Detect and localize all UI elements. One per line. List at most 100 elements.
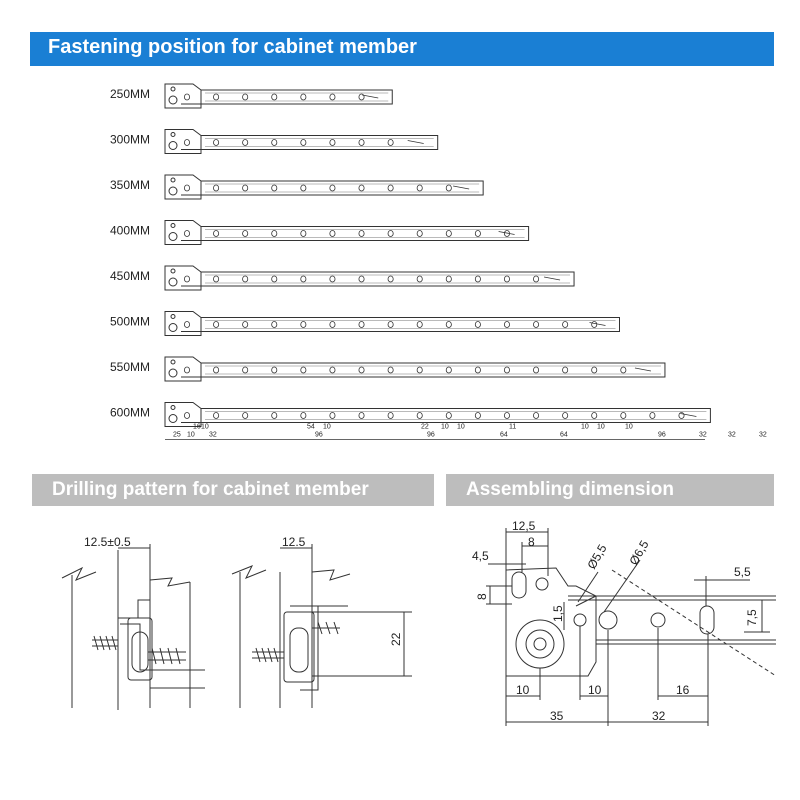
rail-mount-hole (416, 321, 423, 328)
dim-lower-label: 96 (427, 432, 435, 439)
rail-mount-hole (533, 366, 540, 374)
rail-end-slot (453, 185, 470, 190)
leader-5-5 (577, 571, 599, 603)
dim-16-label: 16 (676, 683, 690, 697)
dim-12-5-label: 12,5 (512, 519, 536, 533)
height-dim-lines (312, 611, 412, 677)
rail-mount-hole (387, 184, 394, 192)
rail-end-slot (362, 94, 379, 99)
rail-inner-lines (205, 92, 389, 102)
rail-mount-hole (329, 321, 336, 328)
rail-small-hole (170, 268, 176, 274)
rail-mount-hole (649, 412, 656, 419)
rail-bracket (164, 402, 202, 427)
rail-mount-hole (387, 139, 394, 146)
rail-end (575, 595, 597, 607)
bottom-dim-ext (505, 626, 709, 726)
dim-lower-label: 96 (658, 432, 666, 439)
dim-upper-label: 54 (307, 424, 315, 431)
rail-roller-hole (168, 232, 178, 241)
rail-body (181, 89, 393, 105)
rail-mount-hole (387, 275, 394, 283)
dim-lower-label: 32 (209, 432, 217, 439)
right-rail-profile (290, 605, 319, 691)
assembling-dimension-banner: Assembling dimension (446, 474, 774, 506)
rail-mount-hole (474, 321, 481, 328)
rail-bracket (164, 174, 202, 200)
dia-6-5-label: Ø6,5 (626, 538, 651, 568)
rail-inner-lines (205, 229, 525, 238)
rail-end-slot (589, 322, 606, 326)
rail-mount-hole (213, 321, 220, 328)
rail-small-hole (170, 223, 176, 228)
rail-mount-hole (358, 412, 365, 419)
rail-mount-hole (387, 412, 394, 419)
rail-mount-hole (271, 230, 278, 237)
rail-bottom-edge (596, 639, 776, 645)
rail-mount-hole (358, 184, 365, 192)
rail-bracket (164, 356, 202, 382)
rail-mount-hole (445, 230, 452, 237)
leader-6-5 (603, 559, 641, 613)
rail-mount-hole (271, 412, 278, 419)
rail-mount-hole (329, 93, 336, 101)
rail-mount-hole (271, 321, 278, 328)
rail-size-label: 300MM (110, 133, 150, 147)
rails-diagram: 250MM300MM350MM400MM450MM500MM550MM600MM… (110, 83, 767, 440)
rail-mount-hole (213, 275, 220, 283)
right-roller (289, 627, 309, 673)
rail-mount-hole (416, 366, 423, 374)
dia-5-5-label: Ø5,5 (584, 542, 609, 572)
left-rail-profile (118, 599, 150, 671)
round-hole-top (535, 577, 549, 591)
rail-body (181, 226, 530, 241)
rail-600: 600MM (110, 402, 711, 427)
dim-upper-label: 22 (421, 424, 429, 431)
rail-mount-hole (213, 139, 220, 146)
dim-upper-label: 10 (323, 424, 331, 431)
rail-inner-lines (205, 183, 480, 193)
rail-bracket (164, 129, 202, 154)
rail-end-slot (543, 276, 561, 281)
height-dim-label: 22 (389, 632, 403, 646)
rail-roller-hole (168, 414, 178, 423)
rail-mount-hole (620, 412, 627, 419)
rail-mount-hole (183, 321, 190, 328)
rail-end-slot (634, 367, 652, 372)
left-rail-body (127, 617, 153, 681)
rail-inner-lines (205, 411, 707, 420)
rail-mount-hole (387, 321, 394, 328)
dim-1-5-label: 1,5 (551, 605, 565, 622)
rail-mount-hole (300, 139, 307, 146)
rail-bracket (164, 83, 202, 109)
rail-small-hole (170, 405, 176, 410)
rail-size-label: 600MM (110, 406, 150, 420)
dim-upper-label: 11 (509, 424, 516, 431)
rail-mount-hole (562, 412, 569, 419)
rail-size-label: 550MM (110, 360, 150, 374)
rail-mount-hole (183, 412, 190, 419)
rail-mount-hole (300, 412, 307, 419)
dim-upper-label: 10 (625, 424, 633, 431)
dim-upper-label: 10 (441, 424, 449, 431)
rail-mount-hole (445, 321, 452, 328)
top-dims (488, 531, 548, 565)
rail-mount-hole (329, 412, 336, 419)
left-dim-8 (486, 585, 512, 605)
dim-lower-label: 25 (173, 432, 181, 439)
rail-size-label: 350MM (110, 178, 150, 192)
rail-mount-hole (445, 366, 452, 374)
rail-mount-hole (271, 275, 278, 283)
rail-500: 500MM (110, 311, 620, 336)
rail-small-hole (170, 177, 176, 183)
rail-size-label: 450MM (110, 269, 150, 283)
left-screw-2-thread (151, 647, 181, 665)
rail-mount-hole (503, 321, 510, 328)
right-dim-label: 12.5 (282, 535, 306, 549)
rail-mount-hole (271, 184, 278, 192)
rail-550: 550MM (110, 356, 666, 382)
dim-8-top-label: 8 (528, 535, 535, 549)
rail-inner-lines (205, 274, 571, 284)
rail-roller-hole (168, 141, 178, 150)
rail-mount-hole (213, 366, 220, 374)
